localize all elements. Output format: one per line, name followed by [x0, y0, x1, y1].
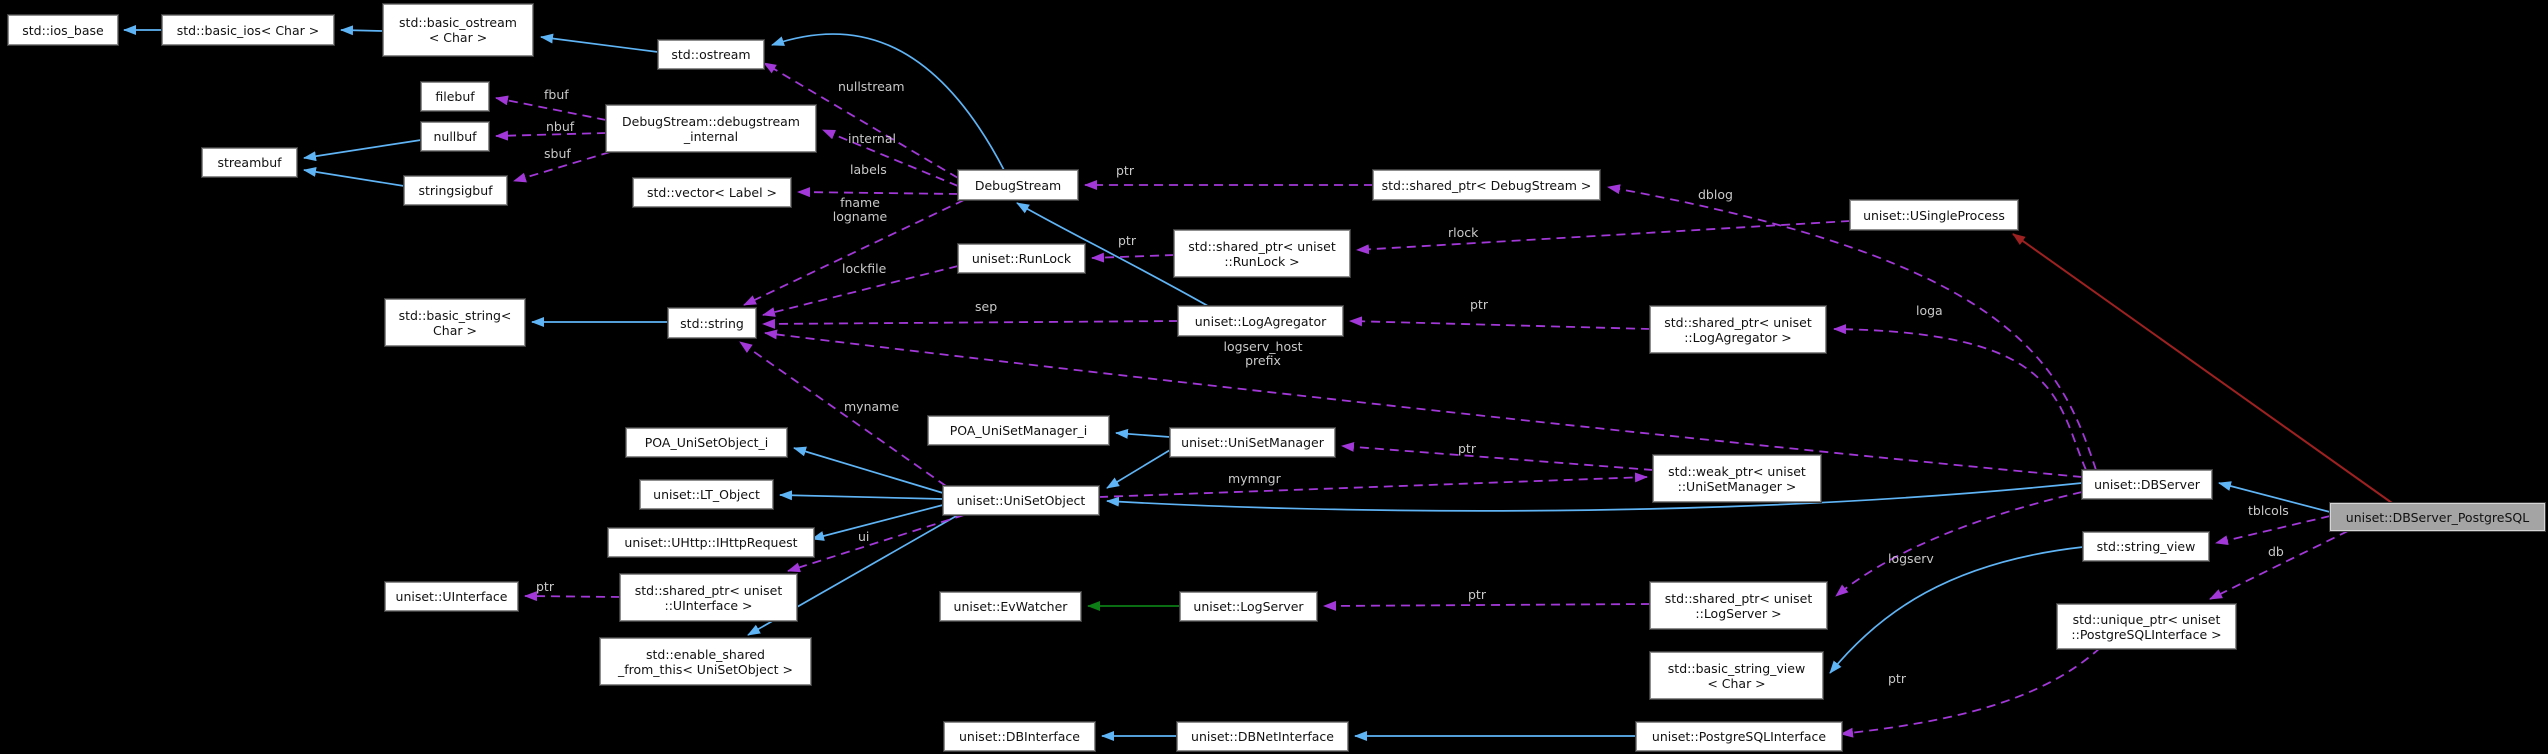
edge-internal-nullbuf [495, 130, 607, 141]
edge-splogagregator-logagregator [1349, 316, 1651, 330]
node-shared-ptr-debugstream[interactable]: std::shared_ptr< DebugStream > [1373, 170, 1600, 200]
edge-stringsigbuf-streambuf [303, 166, 405, 187]
edge-internal-stringsigbuf [513, 151, 611, 183]
edge-unisetobject-ui [787, 514, 965, 573]
node-shared-ptr-runlock[interactable]: std::shared_ptr< uniset ::RunLock > [1174, 230, 1350, 277]
edge-splogserver-logserver [1323, 600, 1651, 611]
node-std-ostream[interactable]: std::ostream [658, 40, 764, 69]
edge-dbserver-dblog [1607, 184, 2097, 471]
edge-dbserverpg-tblcols [2215, 515, 2331, 546]
node-ihttprequest[interactable]: uniset::UHttp::IHttpRequest [608, 528, 814, 557]
node-usingleprocess[interactable]: uniset::USingleProcess [1850, 200, 2018, 230]
node-dbserver[interactable]: uniset::DBServer [2082, 470, 2212, 499]
node-weak-ptr-unisetmanager[interactable]: std::weak_ptr< uniset ::UniSetManager > [1653, 455, 1821, 502]
edge-unisetmanager-unisetobject [1106, 449, 1171, 489]
node-unique-ptr-postgresqlinterface[interactable]: std::unique_ptr< uniset ::PostgreSQLInte… [2057, 604, 2236, 649]
edge-uniqueptr-postgresqlinterface [1840, 647, 2101, 738]
node-filebuf[interactable]: filebuf [421, 82, 489, 111]
edge-unisetmanager-poaunisetmanager [1115, 428, 1171, 439]
edge-debugstream-ostream [771, 33, 1005, 171]
node-dbnetinterface[interactable]: uniset::DBNetInterface [1177, 722, 1348, 751]
edge-unisetobject-ihttprequest [811, 504, 944, 541]
node-debugstream[interactable]: DebugStream [958, 170, 1078, 200]
edge-usingleprocess-rlock [1356, 220, 1851, 255]
edge-runlock-lockfile [762, 265, 959, 317]
node-unisetmanager[interactable]: uniset::UniSetManager [1170, 428, 1335, 457]
node-std-ios-base[interactable]: std::ios_base [8, 15, 118, 45]
node-shared-ptr-uinterface[interactable]: std::shared_ptr< uniset ::UInterface > [620, 574, 797, 621]
node-poa-unisetobject-i[interactable]: POA_UniSetObject_i [626, 428, 787, 457]
node-dbserver-postgresql[interactable]: uniset::DBServer_PostgreSQL [2330, 503, 2545, 531]
edge-unisetobject-myname [739, 341, 947, 487]
edge-unisetobject-mymngr [1098, 472, 1648, 498]
edge-logagregator-debugstream [1016, 202, 1209, 307]
node-streambuf[interactable]: streambuf [202, 148, 297, 177]
edge-basicostream-basicios [340, 25, 384, 36]
edge-internal-filebuf [495, 95, 607, 121]
node-std-basic-ios[interactable]: std::basic_ios< Char > [162, 15, 334, 45]
node-shared-ptr-logagregator[interactable]: std::shared_ptr< uniset ::LogAgregator > [1650, 306, 1826, 353]
edge-dbserver-unisetobject [1106, 482, 2083, 512]
edge-debugstream-internal [822, 129, 959, 187]
node-std-string[interactable]: std::string [668, 308, 756, 338]
edge-dbserverpg-dbserver [2218, 481, 2331, 513]
node-dbinterface[interactable]: uniset::DBInterface [944, 722, 1095, 751]
node-enable-shared-from-this[interactable]: std::enable_shared _from_this< UniSetObj… [600, 638, 811, 685]
node-lt-object[interactable]: uniset::LT_Object [640, 480, 773, 509]
node-stringsigbuf[interactable]: stringsigbuf [404, 176, 507, 205]
node-logserver[interactable]: uniset::LogServer [1180, 592, 1317, 621]
node-std-basic-ostream[interactable]: std::basic_ostream < Char > [383, 4, 533, 56]
edge-logagregator-sep [762, 318, 1179, 329]
edge-sprunlock-runlock [1091, 252, 1175, 263]
edge-unisetobject-ltobject [779, 490, 944, 501]
node-std-vector-label[interactable]: std::vector< Label > [633, 178, 791, 207]
node-postgresqlinterface[interactable]: uniset::PostgreSQLInterface [1636, 722, 1842, 751]
node-runlock[interactable]: uniset::RunLock [958, 244, 1085, 273]
edge-dbserver-logservhost [764, 329, 2083, 478]
edge-stringview-basicstringview [1829, 546, 2084, 674]
edge-dbserverpg-db [2209, 530, 2349, 600]
edge-spuinterface-uinterface [524, 591, 621, 602]
edge-dbserver-logserv [1835, 491, 2083, 597]
edge-weakptr-unisetmanager [1341, 441, 1654, 471]
edge-unisetobject-poaunisetobject [793, 446, 944, 494]
edge-dbserverpg-usingleprocess [2012, 233, 2393, 504]
node-shared-ptr-logserver[interactable]: std::shared_ptr< uniset ::LogServer > [1650, 582, 1827, 629]
node-logagregator[interactable]: uniset::LogAgregator [1178, 306, 1343, 336]
edge-debugstream-nullstream [763, 62, 959, 179]
edge-nullbuf-streambuf [303, 139, 422, 162]
node-std-basic-string-view[interactable]: std::basic_string_view < Char > [1650, 652, 1823, 699]
node-debugstream-internal[interactable]: DebugStream::debugstream _internal [606, 105, 816, 152]
edge-dbserver-loga [1833, 324, 2087, 471]
node-std-string-view[interactable]: std::string_view [2083, 532, 2209, 561]
node-poa-unisetmanager-i[interactable]: POA_UniSetManager_i [928, 416, 1109, 445]
node-uinterface[interactable]: uniset::UInterface [385, 582, 518, 611]
edge-debugstream-fname [743, 199, 965, 306]
edge-debugstream-labels [797, 187, 959, 198]
node-std-basic-string[interactable]: std::basic_string< Char > [385, 299, 525, 346]
node-nullbuf[interactable]: nullbuf [421, 122, 489, 151]
node-unisetobject[interactable]: uniset::UniSetObject [943, 486, 1099, 515]
node-evwatcher[interactable]: uniset::EvWatcher [940, 592, 1081, 621]
edge-ostream-basicostream [540, 33, 659, 53]
